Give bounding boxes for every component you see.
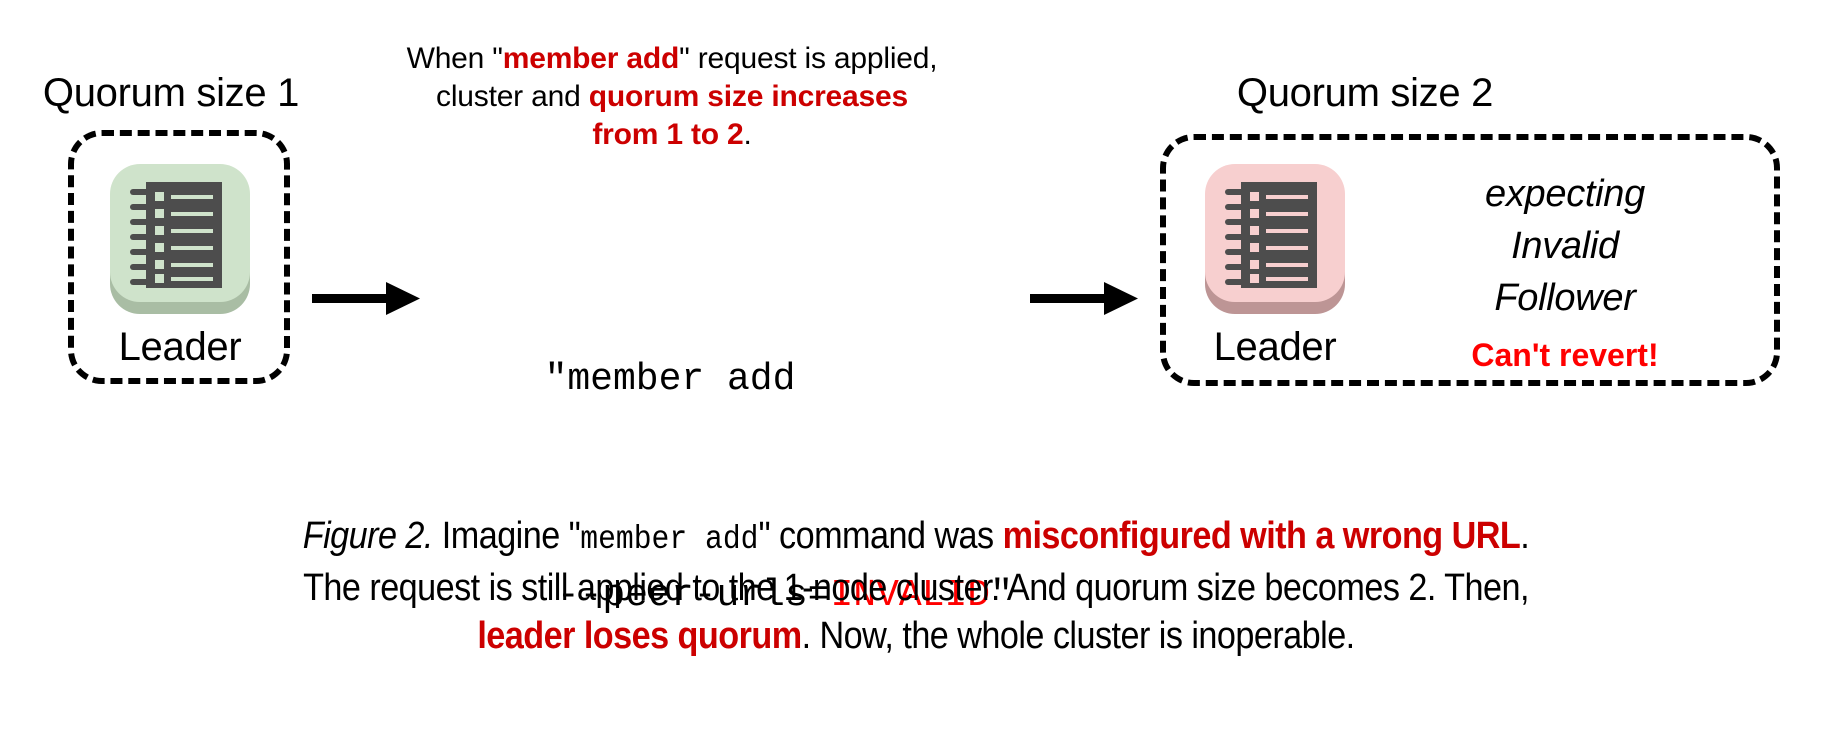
top-annotation-line-3: from 1 to 2.: [352, 116, 992, 154]
top-annotation-line-1: When "member add" request is applied,: [352, 40, 992, 78]
figure-caption: Figure 2. Imagine "member add" command w…: [92, 512, 1741, 660]
left-leader-label: Leader: [118, 325, 242, 369]
status-line-2: Invalid: [1511, 225, 1619, 267]
note-l1-prefix: When ": [406, 42, 503, 75]
note-l2-prefix: cluster and: [436, 80, 589, 113]
note-l1-highlight: member add: [502, 42, 680, 75]
caption-highlight-2: leader loses quorum: [477, 615, 802, 657]
member-add-command: "member add --peer-urls=INVALID": [420, 245, 1013, 738]
top-annotation: When "member add" request is applied, cl…: [352, 40, 992, 154]
command-invalid-value: INVALID: [830, 574, 991, 617]
right-leader-label: Leader: [1213, 325, 1337, 369]
command-flag: --peer-urls=: [556, 574, 831, 617]
caption-s1: Imagine ": [432, 515, 581, 557]
right-cluster-box: [1160, 134, 1780, 386]
left-cluster-title: Quorum size 1: [42, 71, 300, 115]
caption-s2: " command was: [758, 515, 1003, 557]
ledger-node-icon: [1205, 164, 1345, 302]
note-l3-highlight: from 1 to 2: [592, 118, 744, 151]
right-leader-node[interactable]: Leader: [1200, 162, 1350, 370]
right-cluster-status: expecting Invalid Follower Can't revert!: [1400, 168, 1730, 374]
caption-line-3: leader loses quorum. Now, the whole clus…: [92, 612, 1741, 660]
caption-line-2: The request is still applied to the 1-no…: [303, 567, 1529, 609]
command-line-1: "member add: [544, 358, 796, 401]
caption-l3b: . Now, the whole cluster is inoperable.: [801, 615, 1356, 657]
note-l3-suffix: .: [743, 118, 752, 151]
ledger-node-icon: [110, 164, 250, 302]
caption-mono-command: member add: [580, 521, 759, 558]
status-badge: Can't revert!: [1471, 337, 1659, 373]
arrow-right-icon-right: [1030, 280, 1140, 318]
command-close-quote: ": [990, 574, 1013, 617]
command-line-2: --peer-urls=INVALID": [420, 515, 1013, 677]
left-leader-node[interactable]: Leader: [105, 162, 255, 370]
caption-line-1: Figure 2. Imagine "member add" command w…: [92, 512, 1741, 564]
status-line-3: Follower: [1494, 277, 1636, 319]
top-annotation-line-2: cluster and quorum size increases: [352, 78, 992, 116]
right-leader-icon-wrap: [1201, 162, 1349, 314]
caption-label: Figure 2.: [302, 515, 434, 557]
caption-s3: .: [1520, 515, 1530, 557]
note-l1-suffix: " request is applied,: [679, 42, 938, 75]
caption-highlight-1: misconfigured with a wrong URL: [1002, 515, 1521, 557]
status-line-1: expecting: [1485, 173, 1645, 215]
note-l2-highlight: quorum size increases: [588, 80, 908, 113]
right-cluster-title: Quorum size 2: [1236, 71, 1494, 115]
left-cluster-box: [68, 130, 290, 384]
arrow-right-icon-left: [312, 280, 422, 318]
left-leader-icon-wrap: [106, 162, 254, 314]
